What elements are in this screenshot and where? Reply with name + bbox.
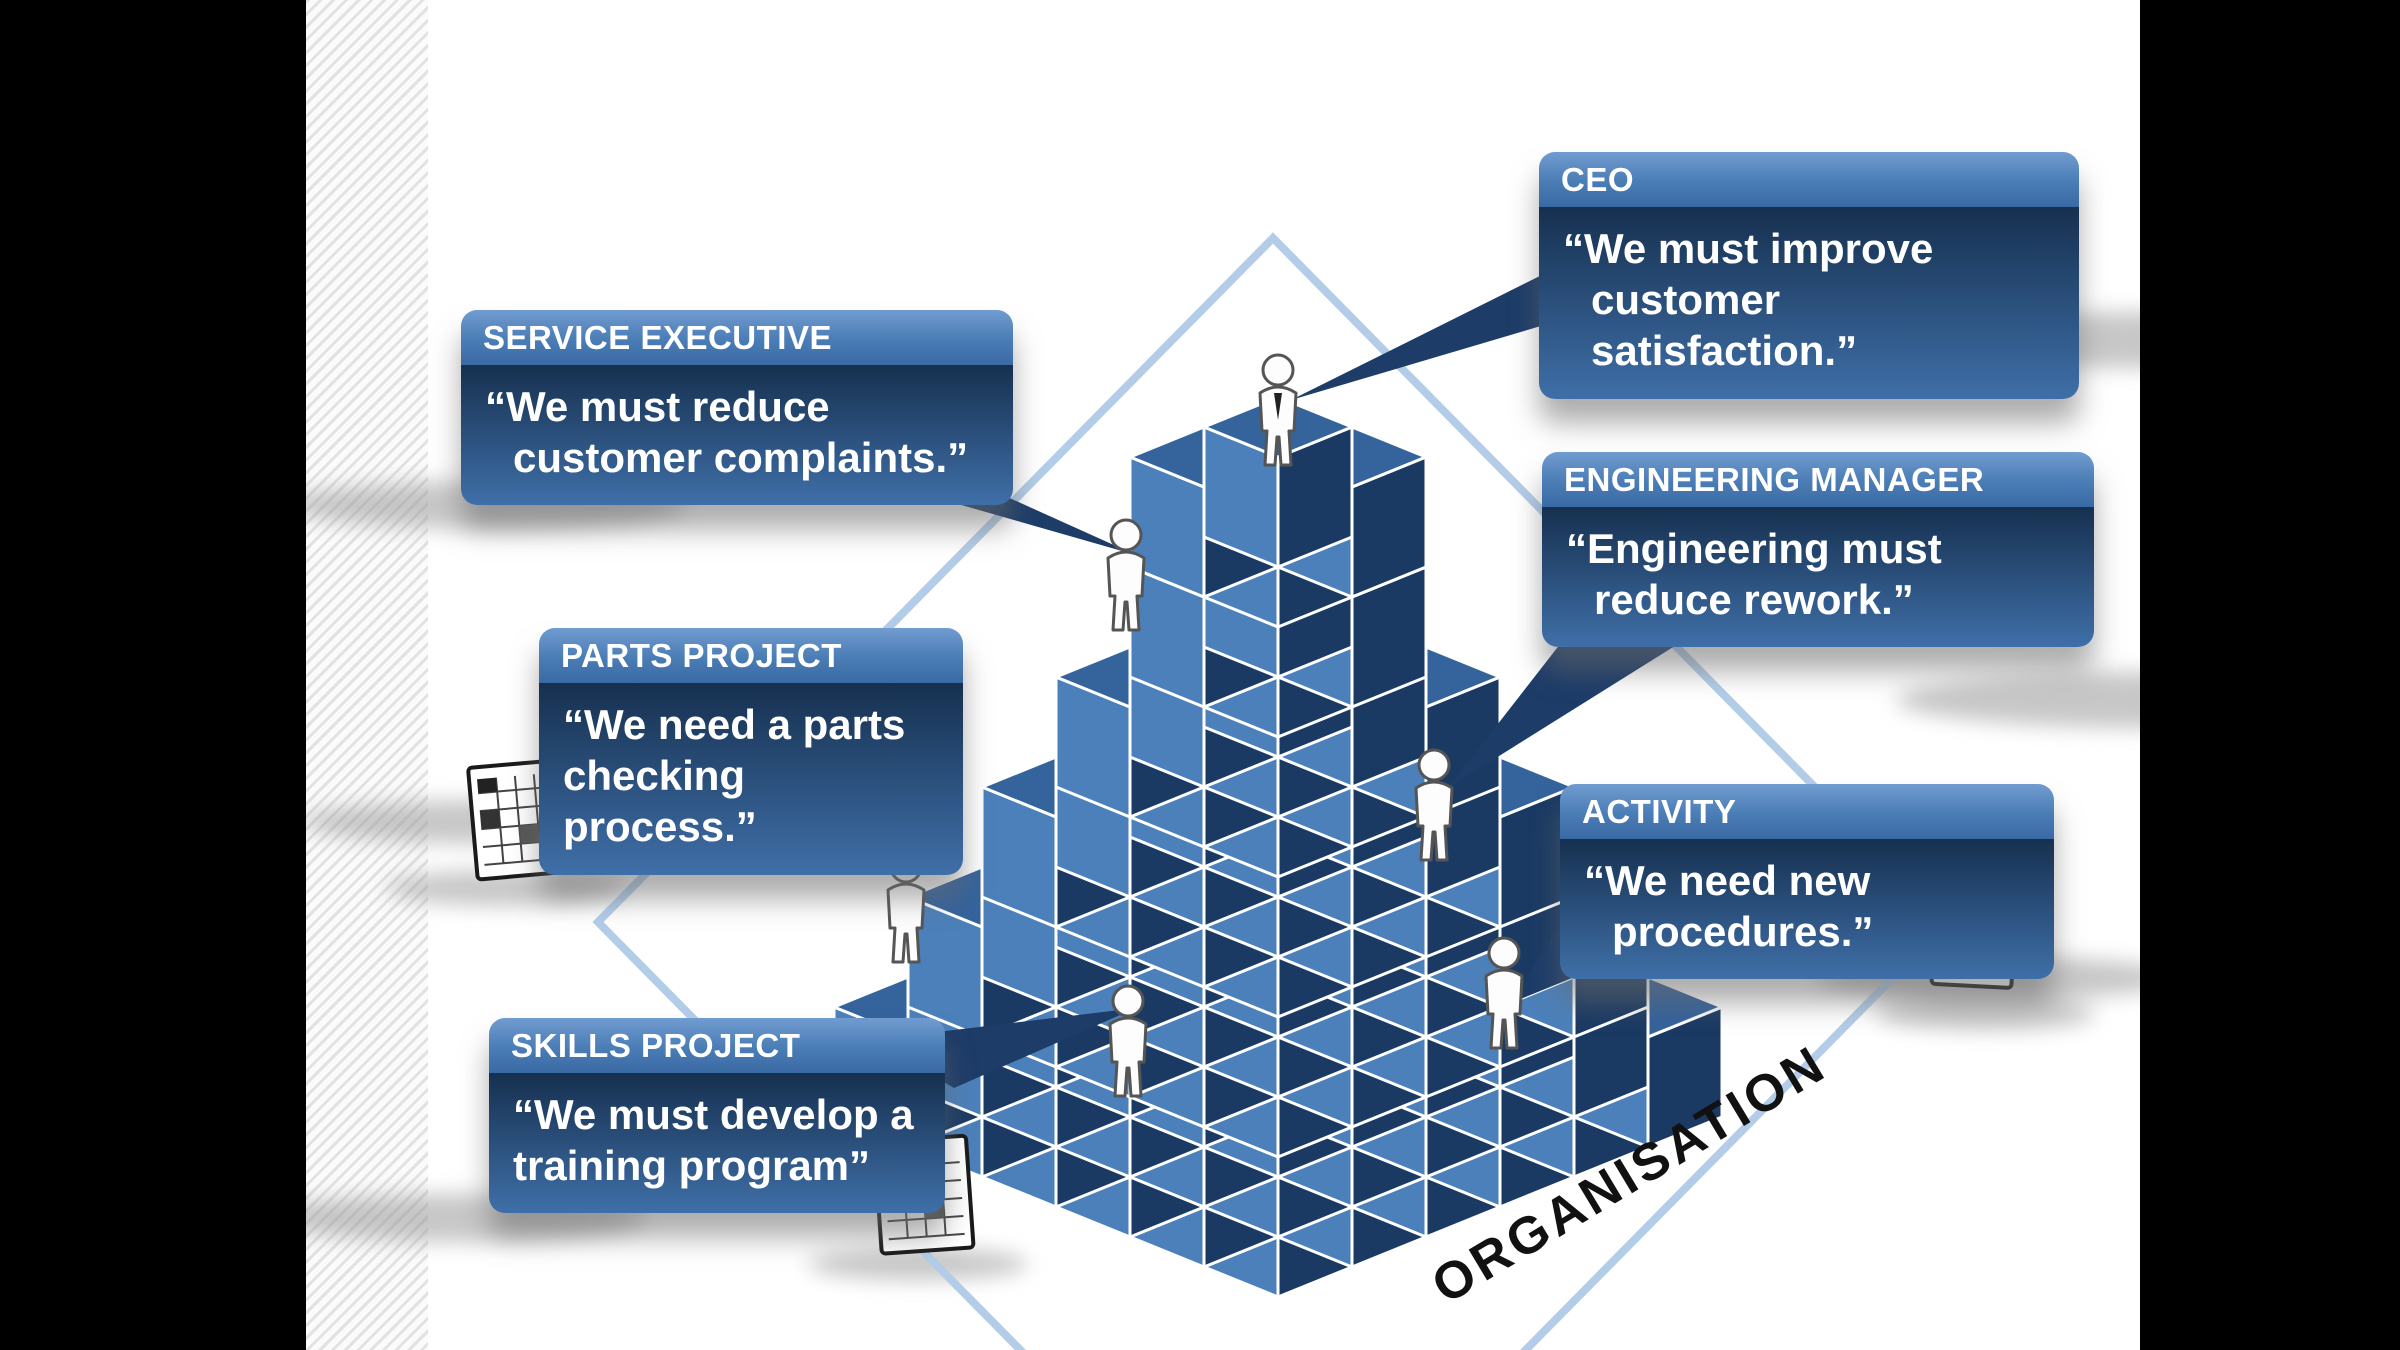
slide: ORGANISATION CEO “We must improve custom…	[306, 0, 2140, 1350]
callout-service-executive-quote: “We must reduce customer complaints.”	[461, 365, 1013, 506]
quote-line: training program”	[513, 1142, 871, 1190]
callout-service-executive: SERVICE EXECUTIVE “We must reduce custom…	[461, 310, 1013, 506]
callout-activity-quote: “We need new procedures.”	[1560, 839, 2054, 980]
quote-line: “We must develop a	[513, 1091, 914, 1138]
letterbox-left	[0, 0, 306, 1350]
quote-line: customer satisfaction.”	[1591, 276, 1858, 375]
letterbox-right	[2140, 0, 2400, 1350]
quote-line: “We need a parts	[563, 701, 906, 748]
callout-parts-project: PARTS PROJECT “We need a parts checking …	[539, 628, 963, 875]
callout-engineering-manager: ENGINEERING MANAGER “Engineering must re…	[1542, 452, 2094, 648]
pyramid-scene: ORGANISATION	[306, 232, 2140, 1350]
callout-ceo-quote: “We must improve customer satisfaction.”	[1539, 207, 2079, 399]
callout-ceo: CEO “We must improve customer satisfacti…	[1539, 152, 2079, 399]
callout-skills-project-title: SKILLS PROJECT	[489, 1018, 945, 1073]
callout-service-executive-title: SERVICE EXECUTIVE	[461, 310, 1013, 365]
callout-engineering-manager-title: ENGINEERING MANAGER	[1542, 452, 2094, 507]
callout-parts-project-title: PARTS PROJECT	[539, 628, 963, 683]
quote-line: procedures.”	[1612, 908, 1874, 956]
quote-line: reduce rework.”	[1594, 576, 1914, 624]
callout-activity: ACTIVITY “We need new procedures.”	[1560, 784, 2054, 980]
quote-line: customer complaints.”	[513, 434, 969, 482]
callout-parts-project-quote: “We need a parts checking process.”	[539, 683, 963, 875]
quote-line: “Engineering must	[1566, 525, 1942, 572]
ceo-tail	[1291, 262, 1568, 400]
pyramid-cubes	[832, 395, 1724, 1299]
figures	[886, 353, 1524, 1098]
hatch-strip	[306, 0, 428, 1350]
quote-line: “We need new	[1584, 857, 1871, 904]
callout-engineering-manager-quote: “Engineering must reduce rework.”	[1542, 507, 2094, 648]
shadow-swooshes	[306, 312, 2140, 1280]
quote-line: checking process.”	[563, 752, 757, 851]
quote-line: “We must reduce	[485, 383, 830, 430]
callout-skills-project: SKILLS PROJECT “We must develop a traini…	[489, 1018, 945, 1214]
callout-ceo-title: CEO	[1539, 152, 2079, 207]
service-executive-figure-icon	[1106, 518, 1146, 632]
quote-line: “We must improve	[1563, 225, 1934, 272]
callout-activity-title: ACTIVITY	[1560, 784, 2054, 839]
callout-skills-project-quote: “We must develop a training program”	[489, 1073, 945, 1214]
ceo-tie-icon	[1274, 393, 1282, 420]
